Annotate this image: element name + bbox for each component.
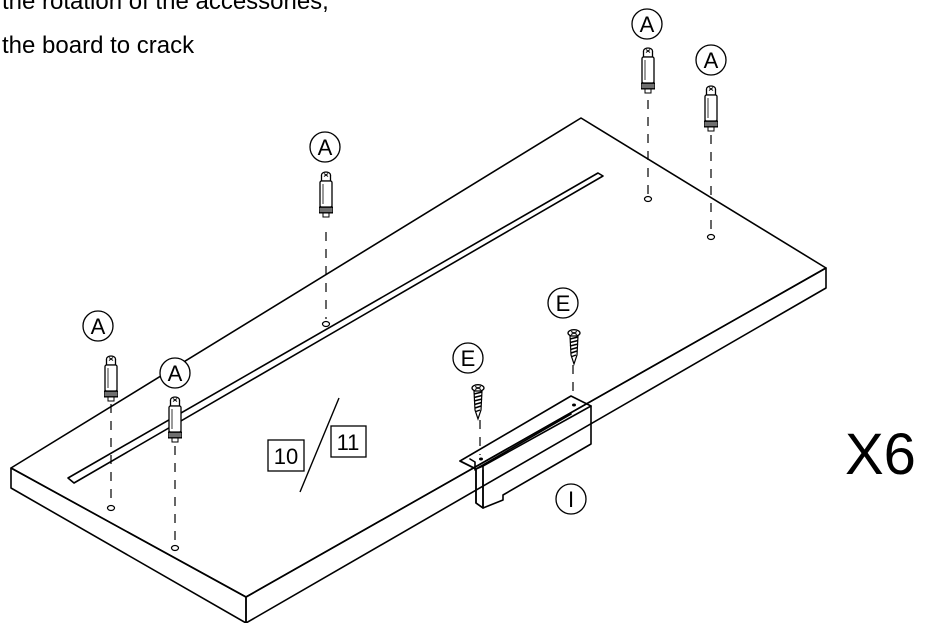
metal-bracket xyxy=(459,395,592,509)
svg-text:A: A xyxy=(318,135,333,160)
cam-pin xyxy=(167,396,183,443)
screws xyxy=(471,328,581,420)
board-label-slash xyxy=(299,397,340,493)
board-left-edge xyxy=(10,467,247,623)
hole xyxy=(170,544,180,552)
svg-text:E: E xyxy=(556,291,571,316)
svg-text:A: A xyxy=(91,314,106,339)
drill-holes xyxy=(106,195,716,552)
callout-i: I xyxy=(555,483,587,515)
board-groove xyxy=(67,172,604,484)
svg-text:A: A xyxy=(168,361,183,386)
board-label-box-right xyxy=(330,425,367,458)
cam-pins xyxy=(103,47,719,443)
callout-a-2: A xyxy=(695,44,727,76)
board xyxy=(10,117,827,623)
callout-a-5: A xyxy=(159,357,191,389)
cam-pin xyxy=(640,47,656,94)
svg-text:E: E xyxy=(461,346,476,371)
callout-e-1: E xyxy=(547,287,579,319)
hole xyxy=(106,504,116,512)
board-front-edge xyxy=(245,267,827,623)
cam-pin xyxy=(318,171,334,218)
instruction-text-line-2: the board to crack xyxy=(2,32,195,59)
screw xyxy=(567,328,581,365)
board-label-left: 10 xyxy=(274,444,298,469)
callout-a-1: A xyxy=(631,8,663,40)
guide-lines xyxy=(110,100,712,543)
svg-text:A: A xyxy=(704,48,719,73)
callout-a-3: A xyxy=(309,131,341,163)
svg-text:I: I xyxy=(568,487,574,512)
board-label-box-left xyxy=(267,439,305,472)
screw xyxy=(471,383,485,420)
board-label-group: 10 11 xyxy=(267,397,367,493)
hole xyxy=(643,195,653,203)
callout-a-4: A xyxy=(82,310,114,342)
quantity-label: X6 xyxy=(845,422,916,487)
hole xyxy=(321,320,331,328)
hole xyxy=(706,233,716,241)
board-label-right: 11 xyxy=(337,430,360,455)
cam-pin xyxy=(103,355,119,402)
svg-text:A: A xyxy=(640,12,655,37)
callout-e-2: E xyxy=(452,342,484,374)
instruction-text-line-1: the rotation of the accessories, xyxy=(2,0,329,15)
cam-pin xyxy=(703,85,719,132)
board-top-face xyxy=(10,117,827,598)
